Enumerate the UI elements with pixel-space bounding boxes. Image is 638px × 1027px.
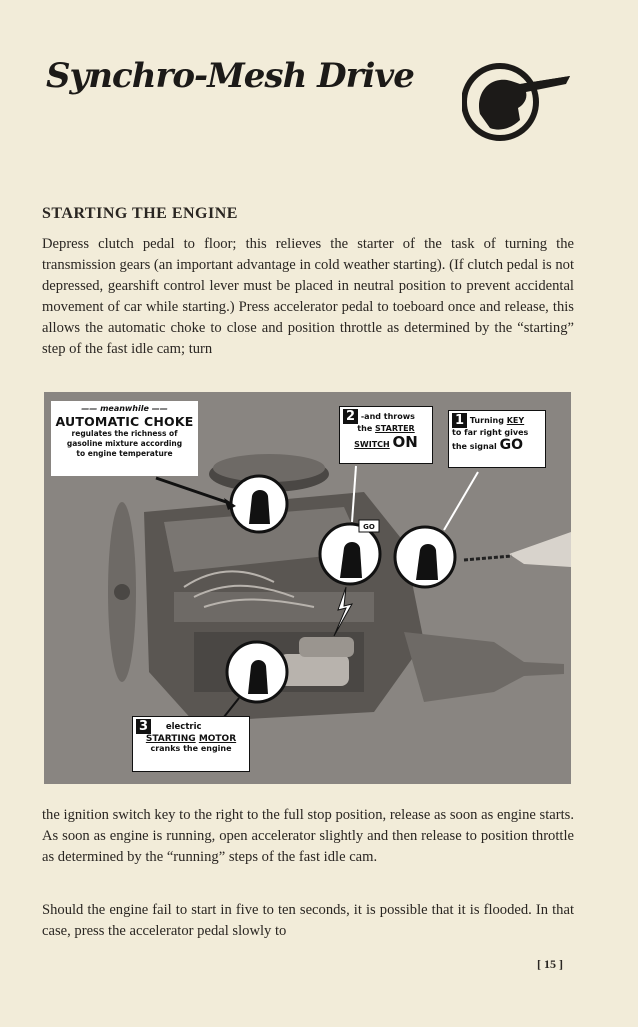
go-word: GO xyxy=(499,437,523,453)
page-title: Synchro-Mesh Drive xyxy=(46,56,415,96)
starter-line-1: -and throws xyxy=(360,412,415,421)
body-paragraph-3: Should the engine fail to start in five … xyxy=(42,902,574,939)
go-sign-label: GO xyxy=(363,523,375,531)
body-paragraph-2: the ignition switch key to the right to … xyxy=(42,807,574,865)
indian-head-emblem-icon xyxy=(462,63,570,141)
on-word: ON xyxy=(392,433,418,451)
transmission xyxy=(404,632,564,702)
choke-pointer xyxy=(155,476,233,506)
choke-desc-line-2: gasoline mixture according xyxy=(66,439,183,448)
key-word: KEY xyxy=(506,416,525,425)
automatic-choke-title: AUTOMATIC CHOKE xyxy=(55,414,194,429)
engine-starting-diagram: GO —— meanwhile —— AUTOMATIC CHOKE regul… xyxy=(44,392,571,784)
starter-motor xyxy=(279,654,349,686)
turning-key-callout: 1 Turning KEY to far right gives the sig… xyxy=(448,410,546,468)
engine-illustration: GO xyxy=(108,454,571,723)
switch-figure-circle xyxy=(318,522,382,586)
choke-desc-line-1: regulates the richness of xyxy=(71,429,178,438)
automatic-choke-callout: —— meanwhile —— AUTOMATIC CHOKE regulate… xyxy=(51,401,198,476)
key-line-2: to far right gives xyxy=(452,428,529,437)
key-figure-circle xyxy=(393,525,457,589)
switch-word: SWITCH xyxy=(354,440,390,449)
lightning-bolt-icon xyxy=(333,586,354,637)
meanwhile-label: meanwhile xyxy=(100,404,149,413)
step-number-3: 3 xyxy=(136,719,152,734)
section-heading: STARTING THE ENGINE xyxy=(42,205,238,222)
step-number-2: 2 xyxy=(343,409,359,424)
body-paragraph-1: Depress clutch pedal to floor; this reli… xyxy=(42,236,574,357)
starter-line-2-prefix: the xyxy=(357,424,376,433)
starting-motor-callout: 3 electric STARTING MOTOR cranks the eng… xyxy=(132,716,250,772)
key-line-3-prefix: the signal xyxy=(452,442,500,451)
motor-figure-circle xyxy=(225,640,289,704)
starter-switch-callout: 2 -and throws the STARTER SWITCH ON xyxy=(339,406,433,464)
motor-line-1: electric xyxy=(165,722,202,732)
page-number: [ 15 ] xyxy=(537,957,563,971)
motor-line-3: cranks the engine xyxy=(150,744,232,753)
starting-word: STARTING xyxy=(145,734,196,744)
step-number-1: 1 xyxy=(452,413,468,428)
motor-word: MOTOR xyxy=(198,734,237,744)
choke-desc-line-3: to engine temperature xyxy=(76,449,173,458)
starter-word: STARTER xyxy=(375,424,415,433)
key-line-1-prefix: Turning xyxy=(469,416,507,425)
choke-figure-circle xyxy=(229,474,289,534)
hand-with-key xyxy=(509,532,571,567)
